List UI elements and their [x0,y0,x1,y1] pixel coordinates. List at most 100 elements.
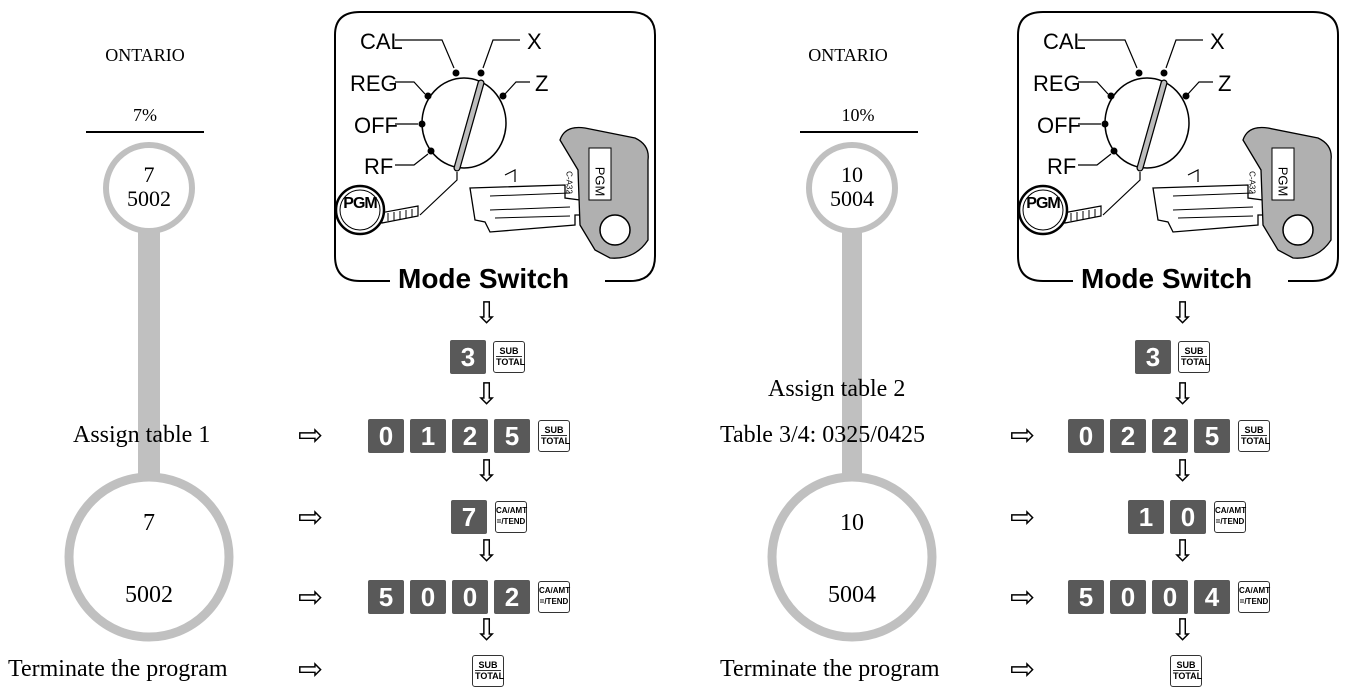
key-face-line1: SUB [478,660,498,670]
key-digit[interactable]: 0 [1110,580,1146,614]
key-digit[interactable]: 0 [1068,419,1104,453]
mode-label-reg: REG [1033,71,1081,96]
tax-rate-label: 10% [841,105,875,125]
pgm-badge: PGM [1026,195,1060,212]
mode-label-z: Z [1218,71,1232,96]
down-arrow-icon: ⇩ [474,455,500,488]
big-circle [64,472,234,642]
mode-label-cal: CAL [1043,29,1086,54]
key-digit[interactable]: 7 [451,500,487,534]
small-circle [103,142,195,234]
key-digit[interactable]: 3 [1135,340,1171,374]
key-digit[interactable]: 0 [410,580,446,614]
big-circle [767,472,937,642]
key-digit[interactable]: 5 [1068,580,1104,614]
down-arrow-icon: ⇩ [474,297,500,330]
big-circle-line2: 5004 [828,582,876,608]
key-digit[interactable]: 2 [1110,419,1146,453]
key-face-line1: CA/AMT [539,586,571,595]
key-code-label: C-A32 [1247,171,1257,194]
subtotal-key[interactable]: SUB TOTAL [472,655,504,687]
key-digit[interactable]: 1 [1128,500,1164,534]
terminate-label: Terminate the program [8,656,228,682]
key-digit[interactable]: 0 [452,580,488,614]
key-digit[interactable]: 4 [1194,580,1230,614]
right-arrow-icon: ⇨ [1010,501,1036,534]
key-face-line2: =/TEND [539,597,569,606]
small-circle-line1: 10 [841,162,863,187]
terminate-label: Terminate the program [720,656,940,682]
key-digit[interactable]: 1 [410,419,446,453]
ca-amt-tend-key[interactable]: CA/AMT =/TEND [538,581,570,613]
key-face-line1: SUB [1184,346,1204,356]
mode-label-off: OFF [1037,113,1081,138]
key-digit[interactable]: 0 [1170,500,1206,534]
key-face-line2: =/TEND [1239,597,1269,606]
subtotal-key[interactable]: SUB TOTAL [493,341,525,373]
connector-bar [138,225,160,483]
key-face-line2: =/TEND [1215,517,1245,526]
subtotal-key[interactable]: SUB TOTAL [1238,420,1270,452]
mode-label-cal: CAL [360,29,403,54]
key-face-line1: SUB [1176,660,1196,670]
mode-label-off: OFF [354,113,398,138]
small-circle [806,142,898,234]
down-arrow-icon: ⇩ [1170,535,1196,568]
key-digit[interactable]: 5 [1194,419,1230,453]
pgm-badge: PGM [343,195,377,212]
key-digit[interactable]: 5 [368,580,404,614]
mode-label-rf: RF [364,154,394,179]
subtotal-key[interactable]: SUB TOTAL [538,420,570,452]
mode-label-rf: RF [1047,154,1077,179]
assign-table-label: Assign table 1 [73,422,211,448]
right-arrow-icon: ⇨ [1010,581,1036,614]
mode-label-x: X [1210,29,1225,54]
key-face-line2: TOTAL [1181,356,1211,367]
big-circle-line1: 7 [143,510,155,536]
key-digit[interactable]: 2 [494,580,530,614]
key-face-line1: CA/AMT [1239,586,1271,595]
big-circle-line1: 10 [840,510,864,536]
down-arrow-icon: ⇩ [1170,297,1196,330]
down-arrow-icon: ⇩ [474,378,500,411]
key-face-line2: TOTAL [1173,670,1203,681]
small-circle-line1: 7 [143,162,155,187]
right-arrow-icon: ⇨ [298,419,324,452]
subtotal-key[interactable]: SUB TOTAL [1178,341,1210,373]
mode-switch-diagram: CAL X REG Z OFF RF PGM PGM C-A32 Mode Sw… [330,10,660,295]
down-arrow-icon: ⇩ [1170,614,1196,647]
key-face-line2: =/TEND [496,517,526,526]
assign-table-label: Assign table 2 [768,376,906,402]
down-arrow-icon: ⇩ [474,614,500,647]
region-label: ONTARIO [105,45,185,65]
key-pgm-label: PGM [592,166,608,197]
key-face-line2: TOTAL [1241,435,1271,446]
key-digit[interactable]: 2 [452,419,488,453]
subtotal-key[interactable]: SUB TOTAL [1170,655,1202,687]
key-face-line1: SUB [499,346,519,356]
key-face-line1: SUB [544,425,564,435]
mode-switch-graphic [334,11,656,282]
small-circle-line2: 5004 [830,186,874,211]
key-digit[interactable]: 5 [494,419,530,453]
right-arrow-icon: ⇨ [298,653,324,686]
mode-switch-diagram: CAL X REG Z OFF RF PGM PGM C-A32 Mode Sw… [1013,10,1343,295]
ca-amt-tend-key[interactable]: CA/AMT =/TEND [1238,581,1270,613]
ca-amt-tend-key[interactable]: CA/AMT =/TEND [495,501,527,533]
key-digit[interactable]: 3 [450,340,486,374]
right-arrow-icon: ⇨ [1010,419,1036,452]
right-arrow-icon: ⇨ [1010,653,1036,686]
small-circle-line2: 5002 [127,186,171,211]
mode-switch-title: Mode Switch [1073,263,1261,295]
key-digit[interactable]: 0 [368,419,404,453]
tax-rate-label: 7% [133,105,157,125]
down-arrow-icon: ⇩ [1170,378,1196,411]
ca-amt-tend-key[interactable]: CA/AMT =/TEND [1214,501,1246,533]
key-digit[interactable]: 0 [1152,580,1188,614]
key-face-line2: TOTAL [475,670,505,681]
rate-underline [800,131,918,133]
mode-label-z: Z [535,71,549,96]
key-digit[interactable]: 2 [1152,419,1188,453]
key-face-line1: CA/AMT [496,506,528,515]
key-face-line2: TOTAL [541,435,571,446]
